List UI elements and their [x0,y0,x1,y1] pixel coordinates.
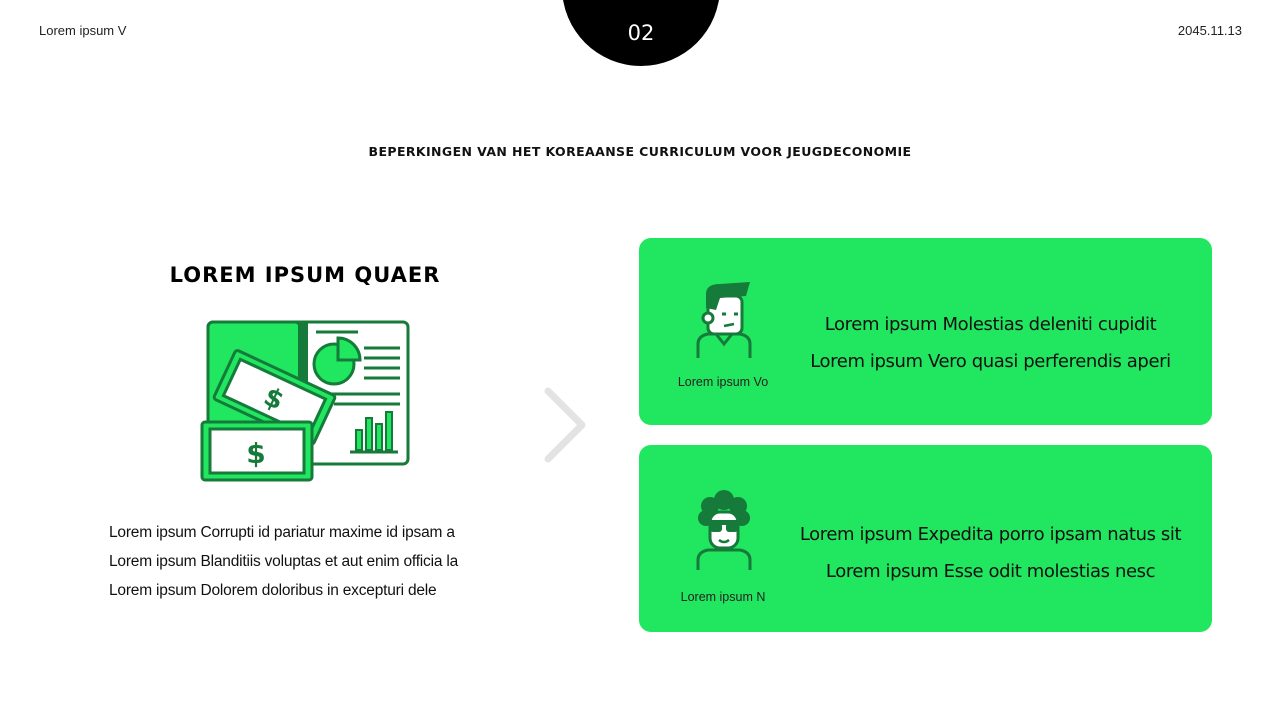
slide-title: BEPERKINGEN VAN HET KOREAANSE CURRICULUM… [368,144,912,159]
card-text-line: Lorem ipsum Expedita porro ipsam natus s… [799,524,1182,545]
header-date: 2045.11.13 [1177,23,1242,38]
svg-text:$: $ [246,437,265,470]
info-card: Lorem ipsum Vo Lorem ipsum Molestias del… [639,238,1212,425]
card-text-block: Lorem ipsum Molestias deleniti cupidit L… [779,306,1202,380]
avatar-label: Lorem ipsum N [680,590,766,604]
left-text-line: Lorem ipsum Dolorem doloribus in exceptu… [109,582,437,599]
man-avatar-icon [696,282,752,358]
curly-hair-sunglasses-avatar-icon [696,490,752,570]
info-card: Lorem ipsum N Lorem ipsum Expedita porro… [639,445,1212,632]
card-text-line: Lorem ipsum Vero quasi perferendis aperi [810,351,1171,372]
left-heading: LOREM IPSUM QUAER [169,263,441,287]
page-number-circle: 02 [562,0,720,66]
chevron-right-icon [544,387,586,463]
avatar-label: Lorem ipsum Vo [677,375,769,389]
card-text-block: Lorem ipsum Expedita porro ipsam natus s… [779,516,1202,590]
card-text-line: Lorem ipsum Esse odit molestias nesc [825,561,1156,582]
header-left-text: Lorem ipsum V [39,23,127,38]
money-report-icon: $ $ [200,320,410,482]
card-text-line: Lorem ipsum Molestias deleniti cupidit [824,314,1157,335]
left-text-line: Lorem ipsum Corrupti id pariatur maxime … [109,524,455,541]
page-number: 02 [627,21,655,45]
left-text-line: Lorem ipsum Blanditiis voluptas et aut e… [109,553,459,570]
left-text-block: Lorem ipsum Corrupti id pariatur maxime … [109,518,529,605]
